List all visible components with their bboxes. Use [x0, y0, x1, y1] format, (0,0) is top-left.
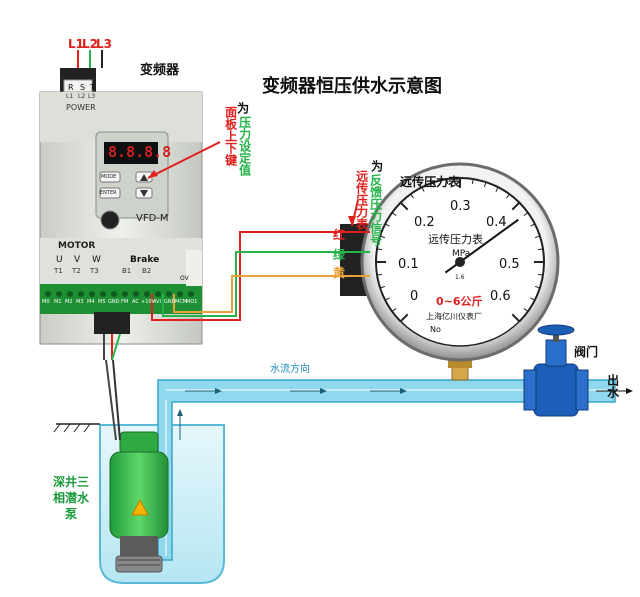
- gauge-scale-2: 0.2: [414, 216, 435, 229]
- control-terminal: FM: [121, 300, 128, 305]
- input-sub-l2: L2: [78, 94, 85, 100]
- control-terminal: M1: [54, 300, 62, 305]
- control-terminal: M0: [42, 300, 50, 305]
- control-terminal: M3: [76, 300, 84, 305]
- control-terminal: GND: [164, 300, 175, 305]
- flow-direction-label: 水流方向: [270, 365, 310, 375]
- control-terminal: AC: [132, 300, 139, 305]
- input-terminal-r: R: [68, 84, 74, 92]
- gauge-class-mark: 1.6: [455, 275, 465, 281]
- panel-note-for: 为: [236, 102, 249, 114]
- panel-note-setpoint: 压力设定值: [238, 116, 251, 176]
- keypad-display: 8.8.8.8: [108, 145, 171, 160]
- gauge-note-feedback: 反馈压力信号: [369, 174, 382, 246]
- output-sub-t2: T2: [72, 268, 81, 275]
- output-sub-b1: B1: [122, 268, 131, 275]
- gate-valve-graphic: [524, 325, 588, 416]
- panel-note-keys: 面板上下键: [224, 106, 237, 166]
- gauge-scale-6: 0.6: [490, 290, 511, 303]
- gauge-range: 0~6公斤: [436, 296, 483, 307]
- control-terminal: M2: [65, 300, 73, 305]
- gauge-note-for: 为: [370, 160, 383, 172]
- valve-label: 阀门: [574, 346, 598, 358]
- gauge-title: 远传压力表: [400, 176, 460, 188]
- gauge-scale-0: 0: [410, 290, 418, 303]
- output-terminal-u: U: [56, 256, 63, 265]
- gauge-maker: 上海亿川仪表厂: [426, 313, 482, 321]
- gauge-serial: No: [430, 326, 441, 334]
- output-terminal-w: W: [92, 256, 101, 265]
- power-text: POWER: [66, 104, 96, 112]
- brand-label: MOTOR: [58, 242, 95, 251]
- pump-label: 深井三相潜水泵: [50, 474, 92, 522]
- gauge-scale-3: 0.3: [450, 200, 471, 213]
- brake-label: Brake: [130, 256, 159, 265]
- wire-label-red: 红: [333, 229, 345, 241]
- output-sub-t3: T3: [90, 268, 99, 275]
- gauge-inner-title: 远传压力表: [428, 234, 483, 245]
- control-terminal: M5: [98, 300, 106, 305]
- control-terminal: MO1: [186, 300, 197, 305]
- output-terminal-v: V: [74, 256, 80, 265]
- pump-label-text: 深井三相潜水泵: [53, 475, 89, 521]
- gauge-scale-1: 0.1: [398, 258, 419, 271]
- control-terminal: M4: [87, 300, 95, 305]
- input-terminal-s: S: [80, 84, 85, 92]
- wire-label-green: 绿: [333, 249, 345, 261]
- inverter-label: 变频器: [140, 64, 179, 77]
- enter-key[interactable]: ENTER: [100, 191, 117, 196]
- input-sub-l1: L1: [66, 94, 73, 100]
- phase-label-l3: L3: [96, 38, 112, 50]
- gauge-note-meter: 远传压力表: [355, 170, 368, 230]
- page-title: 变频器恒压供水示意图: [262, 78, 442, 96]
- control-top-label: OV: [180, 276, 189, 282]
- gauge-scale-4: 0.4: [486, 216, 507, 229]
- gauge-scale-5: 0.5: [499, 258, 520, 271]
- input-terminal-t: T: [90, 84, 95, 92]
- model-label: VFD-M: [136, 214, 169, 224]
- outlet-label: 出水: [606, 374, 619, 398]
- output-sub-b2: B2: [142, 268, 151, 275]
- wire-label-yellow: 黄: [333, 267, 345, 279]
- mode-key[interactable]: MODE: [101, 175, 116, 180]
- control-terminal: AVI: [153, 300, 161, 305]
- input-sub-l3: L3: [88, 94, 95, 100]
- gauge-unit: MPa: [452, 250, 470, 259]
- output-sub-t1: T1: [54, 268, 63, 275]
- control-terminal: GND: [108, 300, 119, 305]
